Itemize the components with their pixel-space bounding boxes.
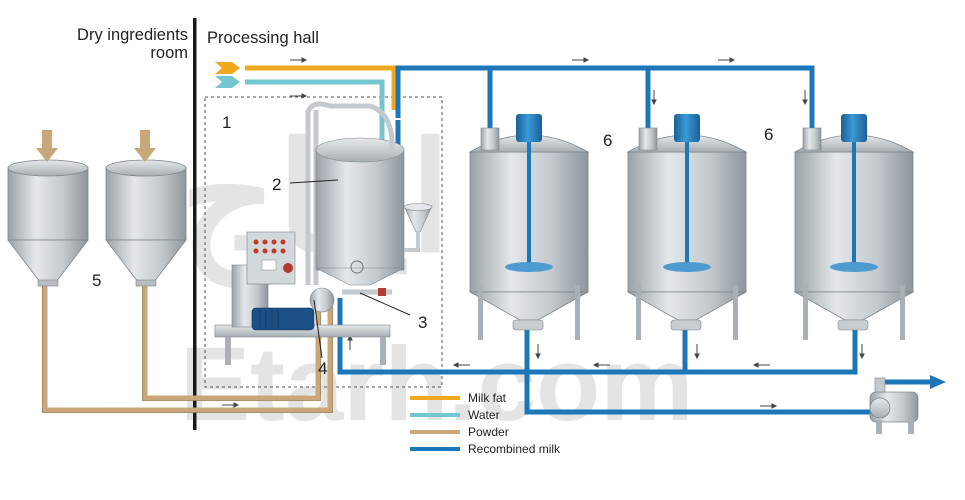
label-1: 1 [222,113,231,132]
watermark-bottom: Etarh.com [180,326,693,443]
mixing-tank [315,149,405,271]
label-6b: 6 [764,125,773,144]
agitator-motor-2 [674,114,700,142]
room-wall [193,18,197,430]
label-3: 3 [418,313,427,332]
legend-label-water: Water [468,408,500,422]
control-panel [246,231,296,285]
storage-tank-3 [793,114,915,340]
powder-pipes [42,285,333,413]
powder-silo-2 [105,130,187,287]
outlet-arrow-icon [930,375,946,389]
milk-fat-inlet-arrow-icon [215,62,240,74]
processing-hall-label: Processing hall [207,29,319,47]
label-5: 5 [92,271,101,290]
recombined-milk-return [337,298,930,415]
recombination-unit [214,101,433,365]
dry-ingredients-room-label-line1: Dry ingredients [77,26,188,44]
outlet-pump [869,377,919,434]
water-line [215,76,385,150]
agitator-motor [516,114,542,142]
dry-ingredients-room-label-line2: room [150,44,188,62]
storage-tank-1 [468,114,590,340]
label-2: 2 [272,175,281,194]
label-4: 4 [318,359,327,378]
legend: Milk fat Water Powder Recombined milk [410,391,561,456]
control-panel-buttons [253,239,286,254]
legend-swatch-water [410,413,460,417]
legend-label-powder: Powder [468,425,509,439]
flow-arrows [222,57,865,409]
legend-label-recombined-milk: Recombined milk [468,442,561,456]
powder-silo-1 [7,130,89,287]
label-6a: 6 [603,131,612,150]
legend-swatch-powder [410,430,460,434]
agitator-blade-3 [830,262,878,272]
water-inlet-arrow-icon [215,76,240,88]
powder-inlet-arrow-icon-2 [134,130,156,162]
pump-motor [251,307,315,331]
storage-tank-2 [626,114,748,340]
leader-lines [289,179,411,359]
milk-fat-line [215,62,397,110]
agitator-blade [505,262,553,272]
legend-label-milk-fat: Milk fat [468,391,507,405]
mixer-pump [309,287,335,313]
powder-inlet-arrow-icon [36,130,58,162]
legend-swatch-milk-fat [410,396,460,400]
agitator-motor-3 [841,114,867,142]
processing-unit-boundary [204,96,443,388]
agitator-blade-2 [663,262,711,272]
legend-swatch-recombined-milk [410,447,460,451]
